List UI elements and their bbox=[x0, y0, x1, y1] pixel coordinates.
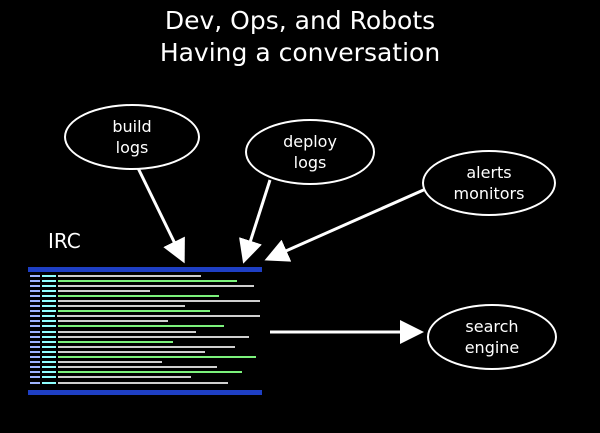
irc-log-line bbox=[30, 319, 260, 324]
node-search-engine-line2: engine bbox=[464, 338, 520, 357]
node-deploy-logs: deploy logs bbox=[245, 119, 375, 185]
irc-status-bar bbox=[28, 390, 262, 395]
title-line-1: Dev, Ops, and Robots bbox=[164, 6, 436, 35]
node-deploy-logs-line2: logs bbox=[293, 153, 327, 172]
irc-log-line bbox=[30, 344, 260, 349]
node-build-logs-line2: logs bbox=[115, 138, 149, 157]
irc-log-line bbox=[30, 278, 260, 283]
node-alerts-monitors-line2: monitors bbox=[453, 184, 525, 203]
irc-input-line bbox=[28, 395, 31, 399]
irc-window-thumbnail bbox=[28, 267, 262, 399]
irc-log-line bbox=[30, 380, 260, 385]
irc-log-line bbox=[30, 349, 260, 354]
irc-log-line bbox=[30, 304, 260, 309]
irc-log-line bbox=[30, 370, 260, 375]
irc-log-line bbox=[30, 273, 260, 278]
irc-log-line bbox=[30, 360, 260, 365]
node-alerts-monitors: alerts monitors bbox=[422, 150, 556, 216]
node-search-engine: search engine bbox=[427, 304, 557, 370]
irc-log-line bbox=[30, 309, 260, 314]
node-build-logs-line1: build bbox=[112, 117, 152, 136]
arrow-alerts-to-irc bbox=[264, 186, 429, 262]
irc-message-log bbox=[28, 272, 262, 392]
irc-log-line bbox=[30, 365, 260, 370]
irc-log-line bbox=[30, 355, 260, 360]
irc-log-line bbox=[30, 339, 260, 344]
node-deploy-logs-line1: deploy bbox=[283, 132, 337, 151]
irc-log-line bbox=[30, 298, 260, 303]
arrow-build-to-irc bbox=[136, 167, 185, 264]
irc-label: IRC bbox=[48, 229, 81, 253]
node-build-logs: build logs bbox=[64, 104, 200, 170]
irc-log-line bbox=[30, 293, 260, 298]
irc-log-line bbox=[30, 314, 260, 319]
irc-topic-bar bbox=[28, 267, 262, 272]
title-line-2: Having a conversation bbox=[159, 38, 441, 67]
node-alerts-monitors-line1: alerts bbox=[466, 163, 512, 182]
irc-log-line bbox=[30, 329, 260, 334]
irc-log-line bbox=[30, 334, 260, 339]
irc-log-line bbox=[30, 283, 260, 288]
arrow-deploy-to-irc bbox=[239, 179, 272, 264]
irc-log-line bbox=[30, 375, 260, 380]
node-search-engine-line1: search bbox=[465, 317, 519, 336]
irc-log-line bbox=[30, 324, 260, 329]
irc-log-line bbox=[30, 288, 260, 293]
